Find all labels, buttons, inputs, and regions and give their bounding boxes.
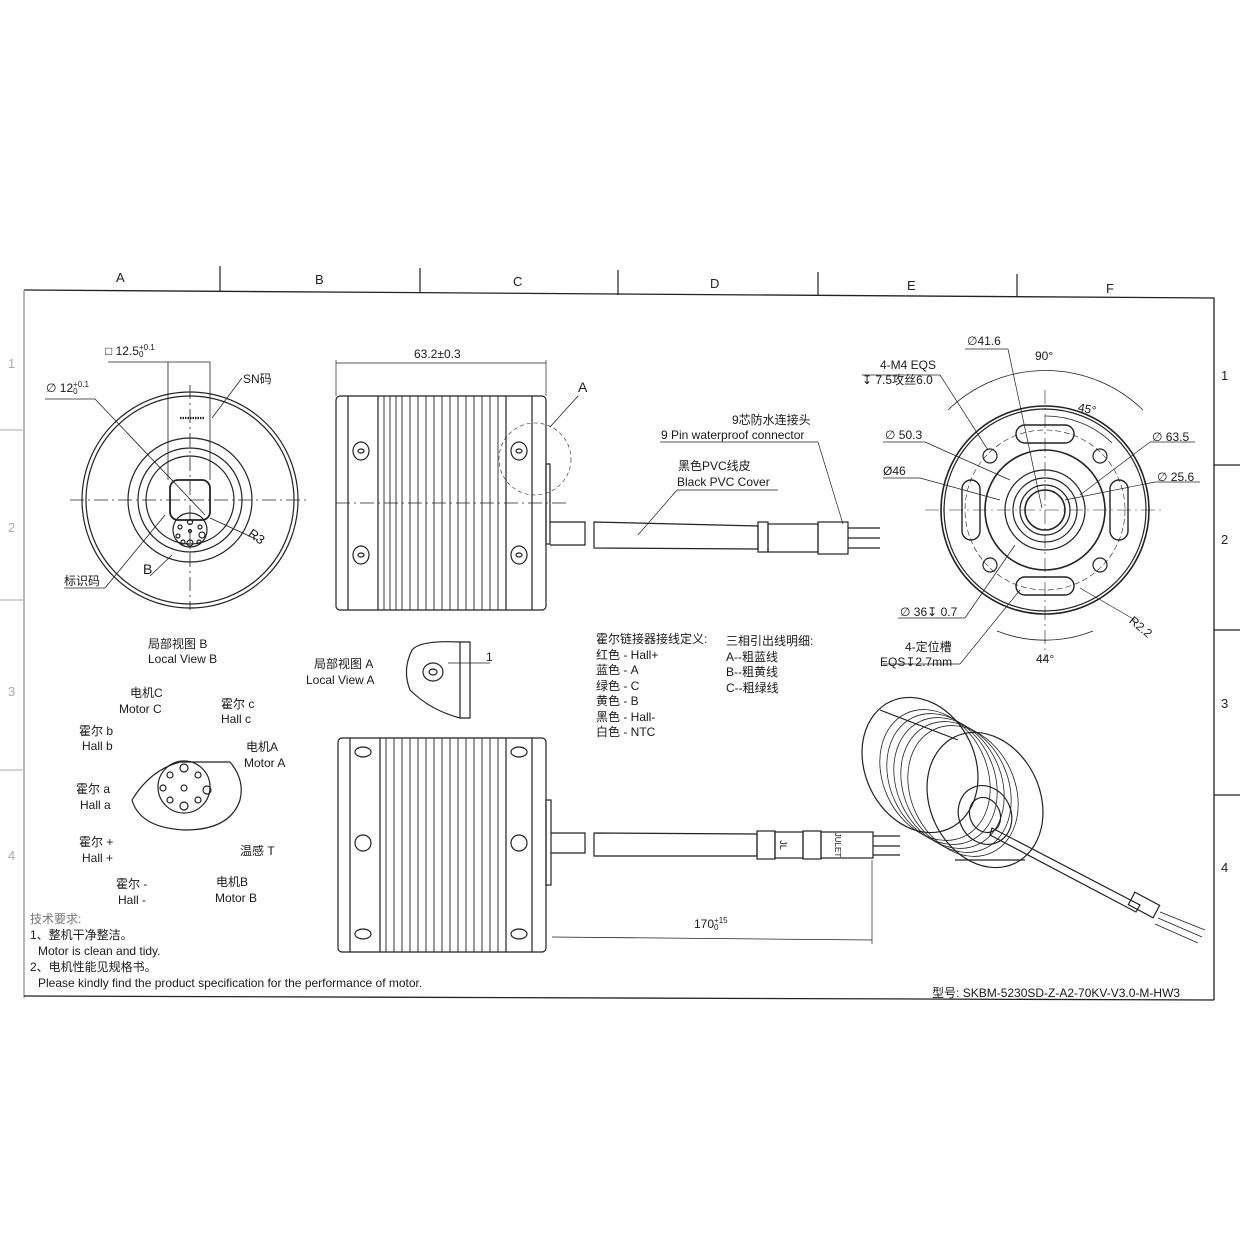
slot-label-line-1: 4-定位槽 [905, 640, 952, 654]
dia-36-label: ∅ 36↧ 0.7 [900, 605, 958, 619]
model-number: 型号: SKBM-5230SD-Z-A2-70KV-V3.0-M-HW3 [932, 986, 1180, 1000]
pin-hall-a-en: Hall a [80, 798, 111, 812]
dia-46-label: Ø46 [883, 464, 906, 478]
dia-41-6-label: ∅41.6 [967, 334, 1001, 348]
depth-symbol-icon: ↧ [927, 605, 938, 619]
diameter-symbol-icon: ∅ [1152, 430, 1163, 444]
zone-row-4-left: 4 [8, 848, 16, 863]
pin-motor-a-cn: 电机A [246, 740, 279, 754]
zone-row-2-left: 2 [8, 520, 16, 535]
phase-wiring-title: 三相引出线明细: [726, 634, 814, 648]
hall-wiring-title: 霍尔链接器接线定义: [596, 632, 708, 646]
pin-hall-c-cn: 霍尔 c [221, 697, 255, 711]
diameter-symbol-icon: ∅ [967, 334, 978, 348]
zone-col-d: D [710, 276, 720, 291]
cable-label-en: Black PVC Cover [677, 475, 770, 489]
end-view-left [45, 361, 308, 610]
pin-hall-plus-en: Hall + [82, 851, 114, 865]
side-view-top [335, 360, 880, 611]
length-dimension: 63.2±0.3 [414, 347, 461, 361]
side-view-bottom [337, 737, 900, 953]
slot-label-line-2: EQS↧2.7mm [880, 655, 953, 669]
thread-spec-line-2: ↧ 7.5攻丝6.0 [862, 373, 933, 387]
cable-label-cn: 黑色PVC线皮 [678, 459, 751, 473]
note-2-cn: 2、电机性能见规格书。 [30, 960, 157, 974]
pin-hall-plus-cn: 霍尔 + [79, 835, 114, 849]
model-label: 型号: [932, 986, 960, 1000]
zone-row-3-left: 3 [8, 684, 16, 699]
connector-label-en: 9 Pin waterproof connector [661, 428, 805, 442]
pin-hall-a-cn: 霍尔 a [76, 782, 111, 796]
connector-mark-jl: JL [777, 840, 788, 850]
note-2-en: Please kindly find the product specifica… [38, 976, 423, 990]
id-code-label: 标识码 [64, 574, 101, 588]
hall-wire-green: 绿色 - C [596, 679, 640, 693]
zone-row-1: 1 [1221, 368, 1229, 383]
diameter-symbol-icon: ∅ [46, 381, 57, 395]
connector-mark-julet: JULET [833, 832, 843, 858]
angle-44-label: 44° [1036, 652, 1055, 666]
phase-wire-a: A--粗蓝线 [726, 650, 778, 664]
zone-col-a: A [116, 270, 125, 285]
note-1-cn: 1、整机干净整洁。 [30, 928, 133, 942]
dia-50-3-label: ∅ 50.3 [885, 428, 923, 442]
detail-a-reference: A [578, 379, 588, 395]
pin-temp-sensor-cn: 温感 T [240, 844, 275, 858]
depth-symbol-icon: ↧ [862, 373, 873, 387]
zone-row-4: 4 [1221, 860, 1229, 875]
phase-wire-c: C--粗绿线 [726, 681, 779, 695]
zone-col-f: F [1106, 281, 1114, 296]
note-1-en: Motor is clean and tidy. [38, 944, 161, 958]
thread-spec-line-1: 4-M4 EQS [880, 358, 937, 372]
pin-hall-minus-cn: 霍尔 - [116, 877, 148, 891]
local-view-a-title-en: Local View A [306, 673, 375, 687]
flange-offset-dimension: 1 [486, 650, 493, 664]
local-view-a [405, 641, 490, 719]
pin-hall-b-en: Hall b [82, 739, 113, 753]
connector-label-cn: 9芯防水连接头 [732, 413, 811, 427]
hall-wire-white: 白色 - NTC [596, 725, 656, 739]
notes-title: 技术要求: [30, 912, 82, 926]
pin-motor-a-en: Motor A [244, 756, 286, 770]
angle-90-label: 90° [1035, 349, 1054, 363]
phase-wire-b: B--粗黄线 [726, 665, 778, 679]
dia-63-5-label: ∅ 63.5 [1152, 430, 1190, 444]
model-value: SKBM-5230SD-Z-A2-70KV-V3.0-M-HW3 [962, 986, 1181, 1000]
local-view-b [131, 760, 242, 831]
dia-25-6-label: ∅ 25.6 [1157, 470, 1195, 484]
zone-row-1-left: 1 [8, 356, 16, 371]
view-b-reference: B [143, 561, 153, 577]
end-view-right [862, 348, 1200, 665]
sn-code-label: SN码 [243, 372, 272, 386]
zone-col-e: E [907, 278, 916, 293]
hall-wire-yellow: 黄色 - B [596, 694, 639, 708]
diameter-symbol-icon: ∅ [885, 428, 896, 442]
pin-motor-c-en: Motor C [119, 702, 162, 716]
hall-wire-black: 黑色 - Hall- [596, 710, 656, 724]
depth-symbol-icon: ↧ [905, 655, 916, 669]
pin-motor-c-cn: 电机C [130, 686, 163, 700]
square-symbol-icon: □ [105, 344, 113, 358]
pin-motor-b-en: Motor B [215, 891, 258, 905]
zone-col-b: B [315, 272, 324, 287]
local-view-b-title-en: Local View B [148, 652, 218, 666]
local-view-b-title-cn: 局部视图 B [148, 637, 208, 651]
pin-motor-b-cn: 电机B [216, 875, 249, 889]
diameter-symbol-icon: ∅ [900, 605, 911, 619]
zone-row-2: 2 [1221, 532, 1229, 547]
local-view-a-title-cn: 局部视图 A [314, 657, 374, 671]
pin-hall-c-en: Hall c [221, 712, 252, 726]
hall-wire-blue: 蓝色 - A [596, 663, 639, 677]
diameter-symbol-icon: ∅ [1157, 470, 1168, 484]
hall-wire-red: 红色 - Hall+ [596, 648, 659, 662]
isometric-view [861, 696, 1206, 944]
zone-col-c: C [513, 274, 523, 289]
pin-hall-b-cn: 霍尔 b [79, 724, 114, 738]
pin-hall-minus-en: Hall - [118, 893, 147, 907]
zone-row-3: 3 [1221, 696, 1229, 711]
